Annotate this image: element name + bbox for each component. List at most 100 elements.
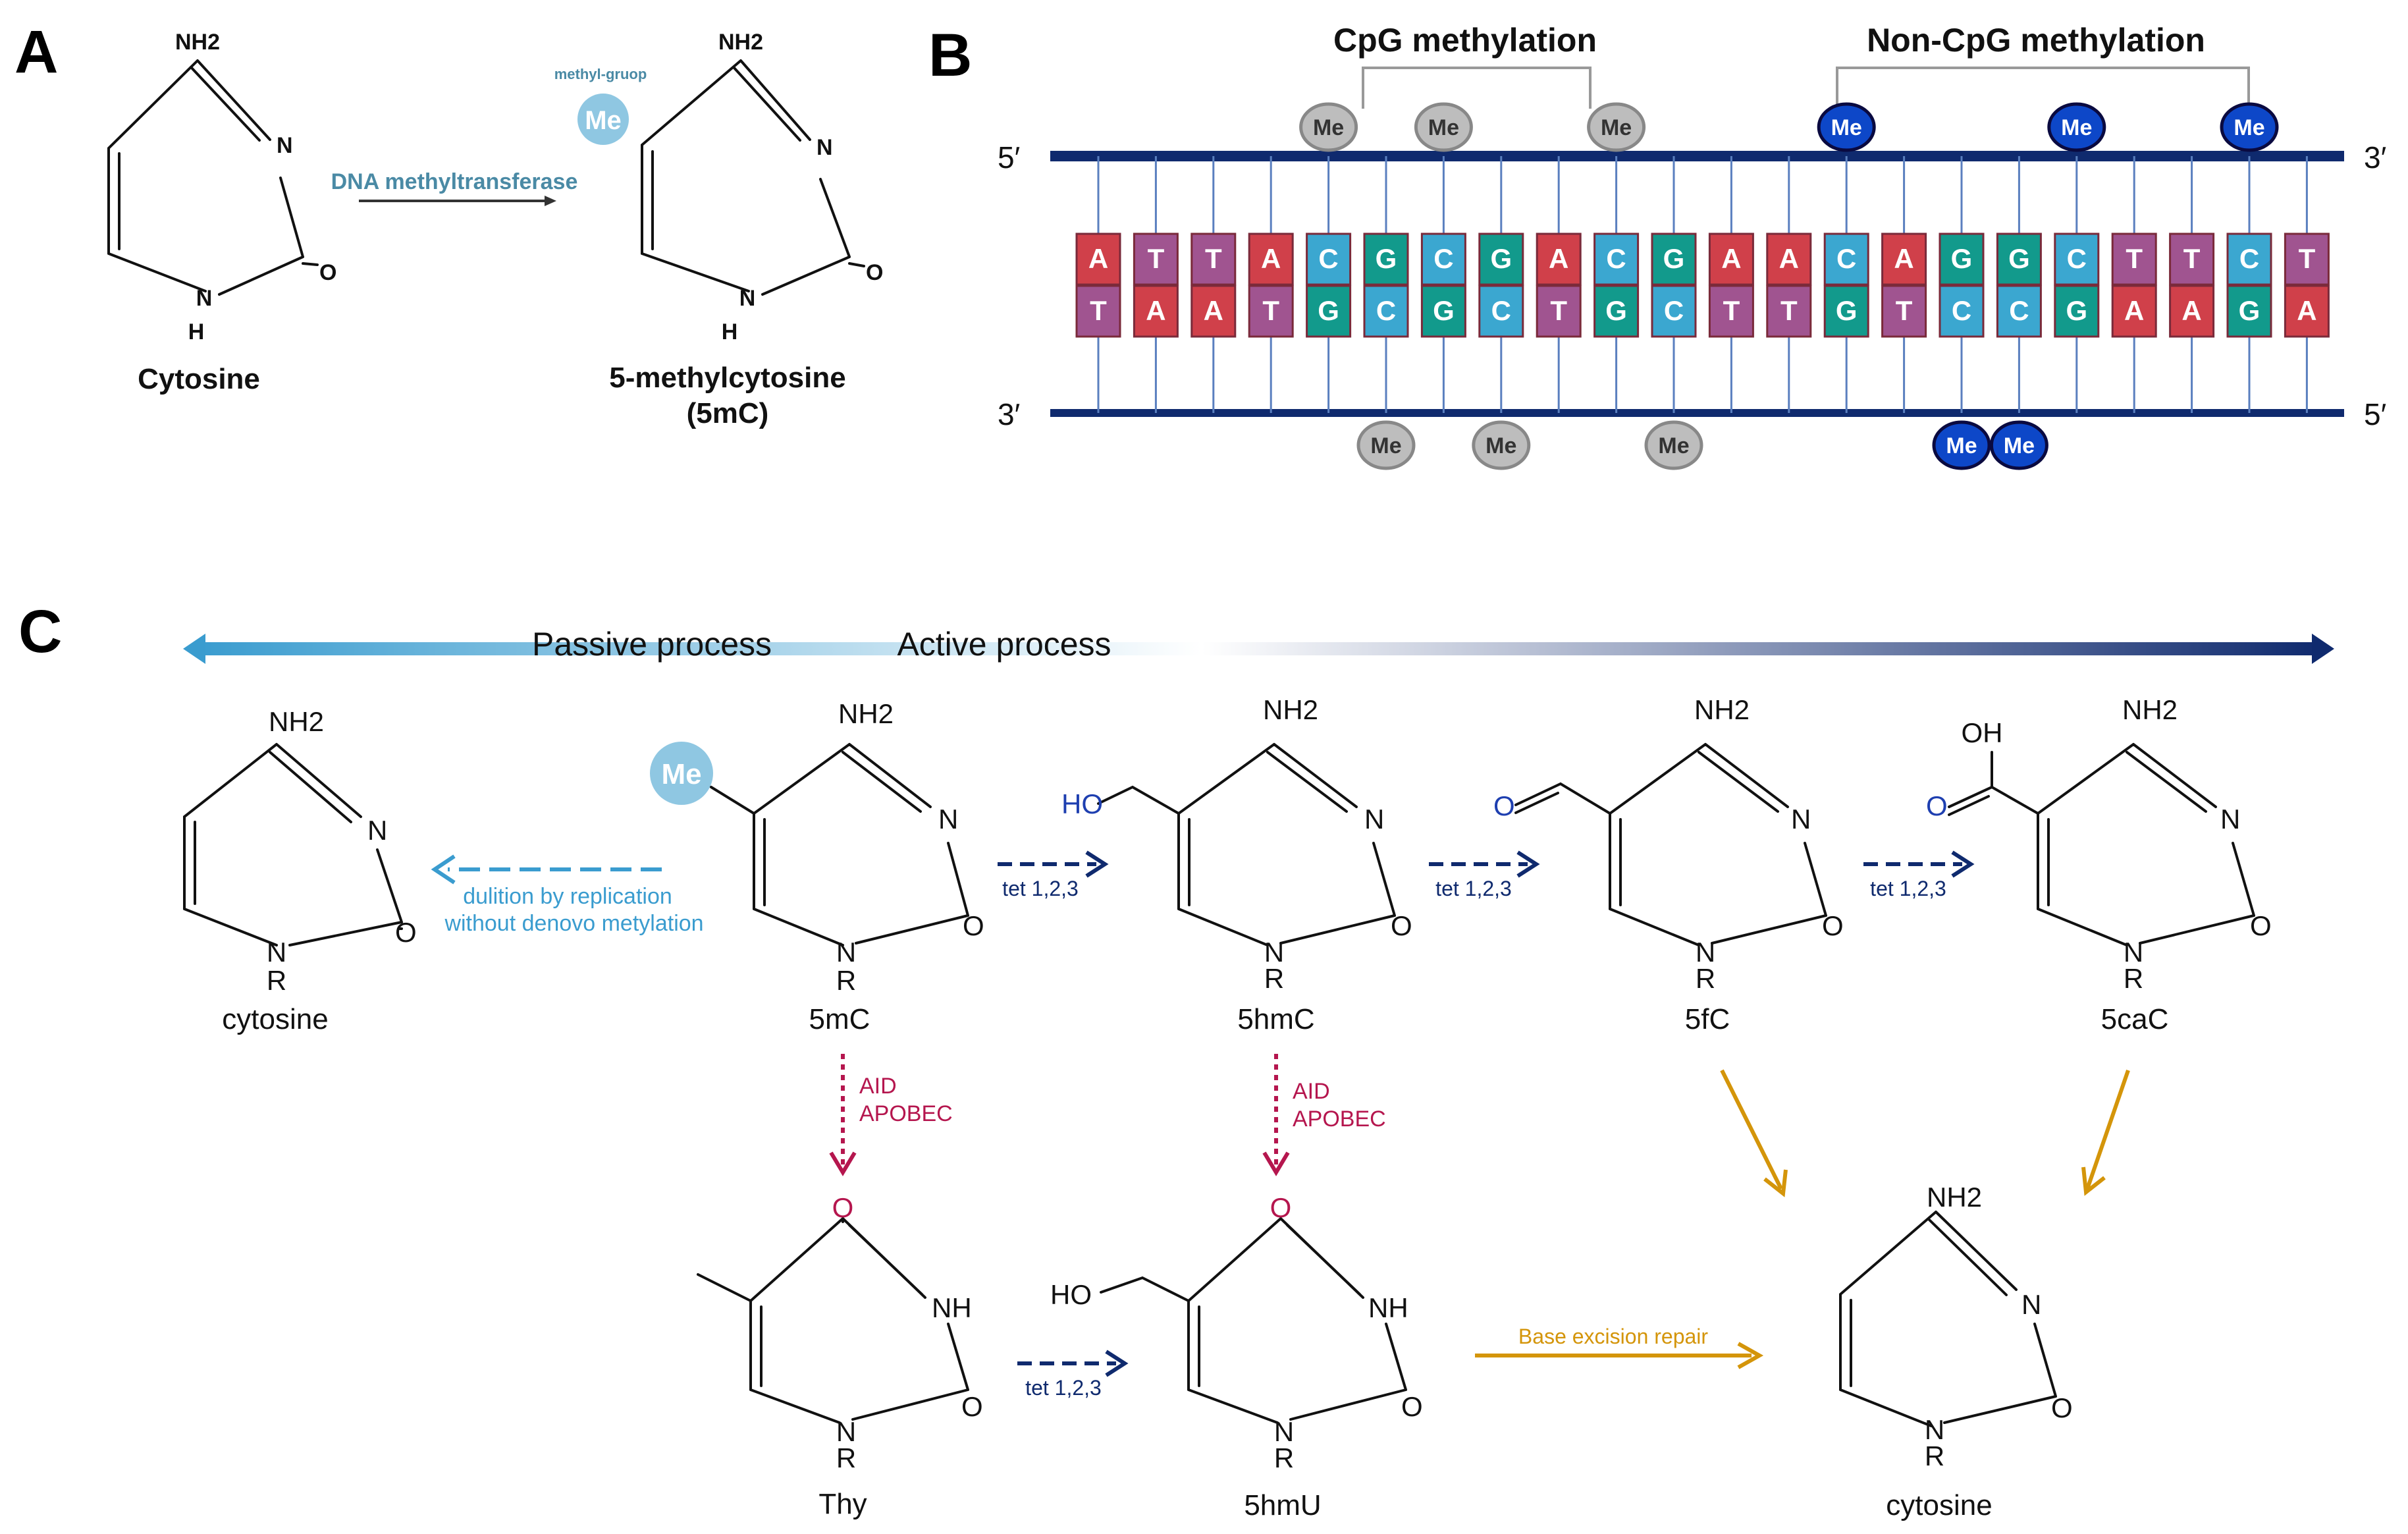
bottom-base-letter: T [1896,295,1913,326]
cytosine-a-nh2: NH2 [175,30,220,55]
bottom-base-letter: G [2239,295,2261,326]
top-base-box [1996,233,2042,286]
panel-a-label: A [14,18,58,86]
top-strand-5-prime: 5′ [998,140,1020,175]
mc-methyl-badge [650,742,713,805]
top-base-letter: C [2067,243,2087,274]
top-base-box [1133,233,1179,286]
mc-me-label: Me [661,758,701,790]
bottom-base-letter: A [1204,295,1223,326]
cytosine-final-n3: N [2021,1289,2041,1320]
cac-c-r: R [2124,963,2143,994]
passive-arrow-bar [198,642,1202,655]
bottom-base-box [1306,285,1352,338]
hmc-ho: HO [1061,788,1103,819]
top-base-letter: T [2299,243,2316,274]
deamination-arrow-1: AID APOBEC [829,1054,953,1176]
bottom-cpg-me [1356,420,1416,470]
passive-process-label: Passive process [532,626,772,663]
noncpg-bracket [1836,67,2250,109]
top-cpg-me [1587,102,1646,152]
cac-oh: OH [1962,717,2003,748]
top-base-box [1248,233,1294,286]
top-base-letter: A [1721,243,1741,274]
top-cpg-me-label: Me [1428,115,1459,140]
cytosine-final-o: O [2051,1392,2073,1423]
dna-duplex: ATTATAATCGGCCGGCATCGGCATATCGATGCGCCGTATA… [1050,102,2344,470]
top-noncpg-me-label: Me [1831,115,1862,140]
mc-c-o: O [963,910,984,941]
methyl-group-badge: methyl-gruop Me [554,66,647,145]
bottom-base-letter: A [2297,295,2316,326]
top-base-box [1420,233,1466,286]
cac-repair-arrow [2081,1070,2130,1196]
top-base-letter: T [2126,243,2143,274]
bottom-base-box [2111,285,2157,338]
top-base-letter: C [1433,243,1453,274]
bottom-base-letter: G [1433,295,1455,326]
cac-structure-c: OH O NH2 N O N R [1926,694,2272,994]
bottom-base-box [1939,285,1985,338]
active-process-label: Active process [897,626,1111,663]
cytosine-final-structure: NH2 N O N R [1839,1182,2073,1471]
bottom-base-box [1708,285,1754,338]
dilution-text-line1: dulition by replication [463,884,672,909]
mc-structure-c: Me NH2 N O N R [650,698,984,996]
top-noncpg-me [2047,102,2106,152]
methyl-group-me: Me [585,106,622,135]
bottom-base-box [1881,285,1927,338]
top-noncpg-me [2220,102,2279,152]
top-base-box [1075,233,1121,286]
cac-c-n1: N [2124,937,2143,968]
cytosine-final-r: R [1925,1440,1944,1471]
top-base-box [1881,233,1927,286]
top-base-box [1823,233,1869,286]
thy-n1: N [836,1416,856,1447]
bottom-base-letter: G [1318,295,1339,326]
top-strand-3-prime: 3′ [2364,140,2386,175]
top-base-letter: T [2183,243,2201,274]
methyltransferase-label: DNA methyltransferase [331,169,578,194]
cac-c-o: O [2250,910,2272,941]
cytosine-a-o: O [319,260,336,285]
fc-structure-c: O NH2 N O N R [1493,694,1844,994]
top-base-letter: G [1663,243,1685,274]
fc-c-n3: N [1791,804,1811,835]
mc-a-n3: N [816,135,833,160]
aid-label-2: AID [1293,1079,1330,1104]
bottom-cpg-me-label: Me [1485,433,1516,458]
bottom-strand-3-prime: 3′ [998,397,1020,431]
bottom-base-box [1823,285,1869,338]
top-noncpg-me-label: Me [2061,115,2092,140]
hmc-structure-c: HO NH2 N O N R [1061,694,1412,994]
passive-arrow-head [183,634,205,664]
hmc-c-n1: N [1264,937,1284,968]
top-base-letter: G [2008,243,2030,274]
bottom-base-letter: C [1952,295,1971,326]
mc-c-n3: N [938,804,958,835]
bottom-base-box [1363,285,1409,338]
hmc-c-name: 5hmC [1237,1003,1314,1035]
cytosine-c-nh2: NH2 [269,706,324,737]
top-base-box [1191,233,1237,286]
top-base-letter: G [1376,243,1397,274]
top-base-box [1651,233,1697,286]
cpg-bracket [1362,67,1592,109]
cytosine-a-name: Cytosine [138,363,260,395]
dilution-arrow: dulition by replication without denovo m… [431,854,704,936]
top-base-letter: G [1490,243,1512,274]
cytosine-c-o: O [395,917,417,948]
tet-label-4: tet 1,2,3 [1025,1376,1102,1400]
top-base-box [1478,233,1524,286]
bottom-base-letter: T [1780,295,1798,326]
fc-c-r: R [1696,963,1715,994]
cytosine-final-nh2: NH2 [1927,1182,1982,1213]
hmu-o: O [1270,1192,1292,1223]
top-base-box [2054,233,2100,286]
bottom-base-box [1075,285,1121,338]
bottom-base-letter: G [1836,295,1858,326]
bottom-base-letter: A [1146,295,1165,326]
cytosine-structure-a: NH2 N O N H [107,30,336,344]
mc-a-h: H [722,319,738,344]
fc-c-o: O [1822,910,1844,941]
